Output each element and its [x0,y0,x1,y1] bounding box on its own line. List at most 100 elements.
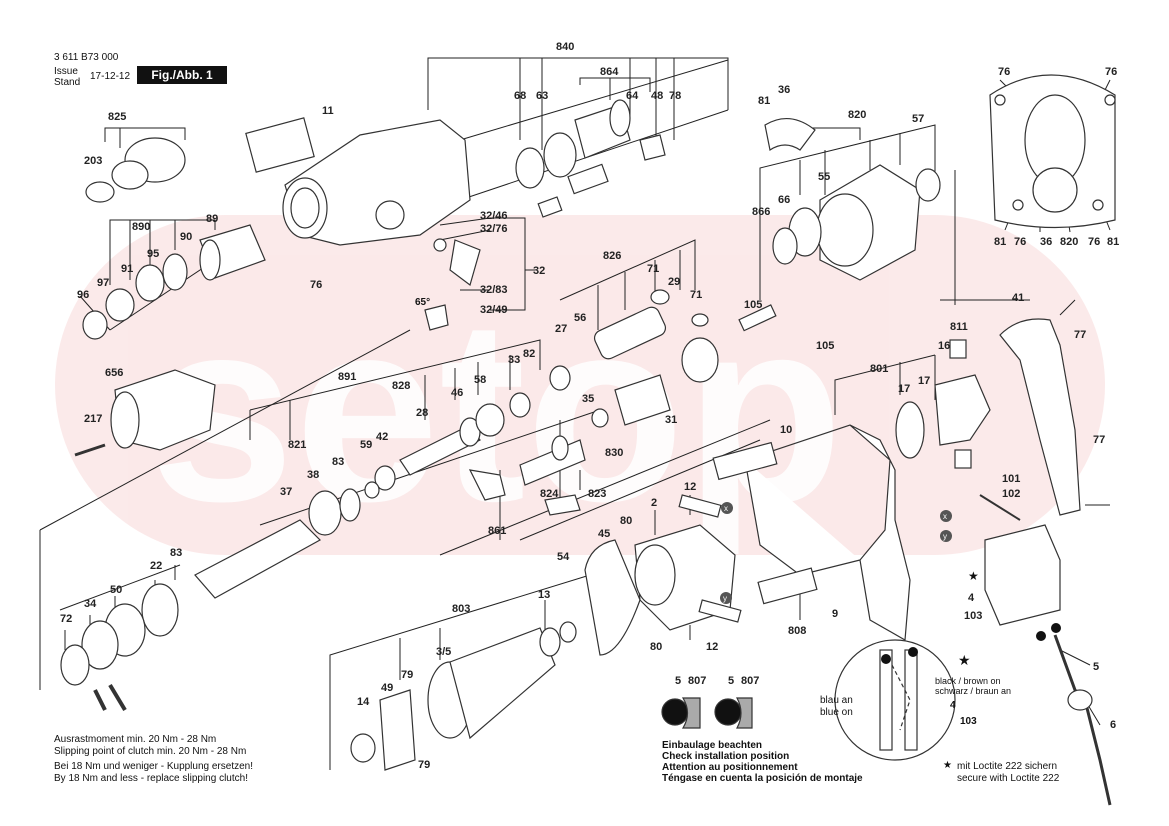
label-830: 830 [605,447,623,459]
leader-lines [39,57,1111,770]
label-820b: 820 [1060,236,1078,248]
clutch-note-de: Ausrastmoment min. 20 Nm - 28 Nm [54,734,217,745]
wiring-markers: ★ ★ [881,569,1061,668]
label-29: 29 [668,276,680,288]
label-2: 2 [651,497,657,509]
label-80a: 80 [620,515,632,527]
label-102: 102 [1002,488,1020,500]
wiring-103: 103 [960,716,977,727]
label-95: 95 [147,248,159,260]
label-48: 48 [651,90,663,102]
label-808: 808 [788,625,806,637]
label-27: 27 [555,323,567,335]
label-821: 821 [288,439,306,451]
loctite-note-de: mit Loctite 222 sichern [957,761,1058,772]
label-16: 16 [938,340,950,352]
wiring-blau: blau an [820,695,853,706]
label-91: 91 [121,263,133,275]
label-76c: 76 [1014,236,1026,248]
issue-label: Issue [54,66,78,77]
label-89: 89 [206,213,218,225]
label-861: 861 [488,525,506,537]
star-icon: ★ [958,652,971,668]
label-76e: 76 [310,279,322,291]
label-656: 656 [105,367,123,379]
label-65deg: 65° [415,297,430,308]
label-890: 890 [132,221,150,233]
label-82: 82 [523,348,535,360]
label-10: 10 [780,424,792,436]
label-826: 826 [603,250,621,262]
marker-x-1: x [724,504,728,513]
label-63: 63 [536,90,548,102]
label-5b: 5 [728,675,734,687]
install-note-de: Einbaulage beachten [662,740,763,751]
label-101: 101 [1002,473,1020,485]
label-49: 49 [381,682,393,694]
wiring-blue: blue on [820,707,853,718]
label-824: 824 [540,488,559,500]
install-note-fr: Attention au positionnement [662,762,798,773]
label-31: 31 [665,414,677,426]
install-note-es: Téngase en cuenta la posición de montaje [662,773,863,784]
label-68: 68 [514,90,526,102]
label-13: 13 [538,589,550,601]
label-103: 103 [964,610,982,622]
label-80b: 80 [650,641,662,653]
label-97: 97 [97,277,109,289]
label-81b: 81 [994,236,1006,248]
marker-y-1: y [723,594,727,603]
label-83b: 83 [170,547,182,559]
label-41: 41 [1012,292,1024,304]
label-90: 90 [180,231,192,243]
label-4: 4 [968,592,975,604]
label-79b: 79 [418,759,430,771]
label-83a: 83 [332,456,344,468]
star-icon-2: ★ [968,569,979,583]
part-labels: 840 864 68 63 64 48 78 825 203 11 81 36 … [60,41,1119,771]
label-28: 28 [416,407,428,419]
label-866: 866 [752,206,770,218]
label-38: 38 [307,469,319,481]
wiring-black: black / brown on [935,676,1001,686]
label-5a: 5 [675,675,681,687]
marker-x-2: x [943,512,947,521]
install-note-en: Check installation position [662,751,790,762]
label-76b: 76 [1105,66,1117,78]
label-105a: 105 [744,299,762,311]
label-59: 59 [360,439,372,451]
label-77a: 77 [1074,329,1086,341]
label-45: 45 [598,528,610,540]
label-801: 801 [870,363,888,375]
label-12b: 12 [706,641,718,653]
wiring-4: 4 [950,700,956,711]
label-803: 803 [452,603,470,615]
label-5: 5 [1093,661,1099,673]
components [60,74,1116,806]
label-72: 72 [60,613,72,625]
label-32-49: 32/49 [480,304,508,316]
label-217: 217 [84,413,102,425]
label-14: 14 [357,696,370,708]
label-22: 22 [150,560,162,572]
label-203: 203 [84,155,102,167]
label-54: 54 [557,551,570,563]
label-811: 811 [950,321,968,333]
marker-y-2: y [943,532,947,541]
label-55: 55 [818,171,830,183]
label-864: 864 [600,66,619,78]
label-828: 828 [392,380,410,392]
label-78: 78 [669,90,681,102]
label-64: 64 [626,90,639,102]
figure-label: Fig./Abb. 1 [137,66,227,84]
label-11: 11 [322,105,334,117]
label-840: 840 [556,41,574,53]
label-81c: 81 [1107,236,1119,248]
label-36: 36 [778,84,790,96]
label-96: 96 [77,289,89,301]
label-33: 33 [508,354,520,366]
label-37: 37 [280,486,292,498]
label-807b: 807 [741,675,759,687]
label-6: 6 [1110,719,1116,731]
